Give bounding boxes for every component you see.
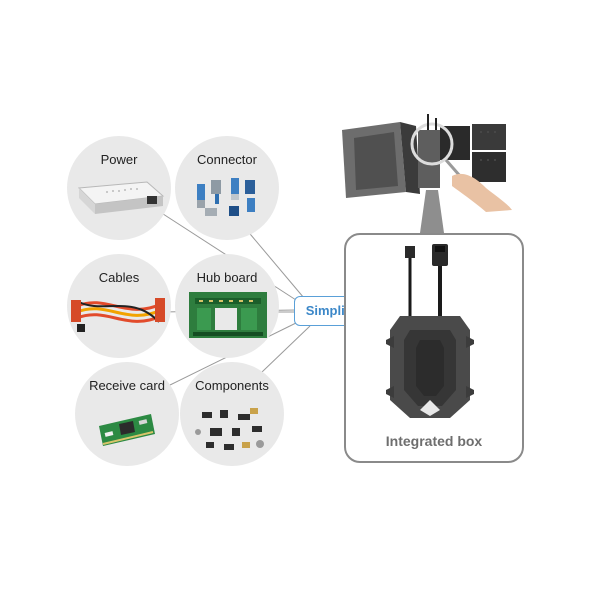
connector-plug-icon xyxy=(197,178,255,216)
item-label: Cables xyxy=(98,270,140,285)
led-cabinet-photo xyxy=(342,114,512,212)
item-components: Components xyxy=(180,362,284,466)
receive-card-icon xyxy=(99,414,155,446)
pointer-wedge xyxy=(420,190,444,233)
cables-icon xyxy=(71,298,165,332)
item-receive-card: Receive card xyxy=(75,362,179,466)
item-label: Components xyxy=(195,378,269,393)
item-label: Hub board xyxy=(196,270,258,285)
item-cables: Cables xyxy=(67,254,171,358)
integrated-box-label: Integrated box xyxy=(385,433,483,449)
item-label: Power xyxy=(100,152,138,167)
line-components xyxy=(261,325,311,373)
item-hub-board: Hub board xyxy=(175,254,279,358)
components-icon xyxy=(195,408,264,450)
item-connector: Connector xyxy=(175,136,279,240)
hub-board-icon xyxy=(189,292,267,338)
integrated-box-device xyxy=(386,244,474,418)
line-connector xyxy=(239,221,305,299)
item-label: Connector xyxy=(197,152,257,167)
power-supply-icon xyxy=(77,181,165,214)
item-label: Receive card xyxy=(89,378,165,393)
item-power: Power xyxy=(67,136,171,240)
